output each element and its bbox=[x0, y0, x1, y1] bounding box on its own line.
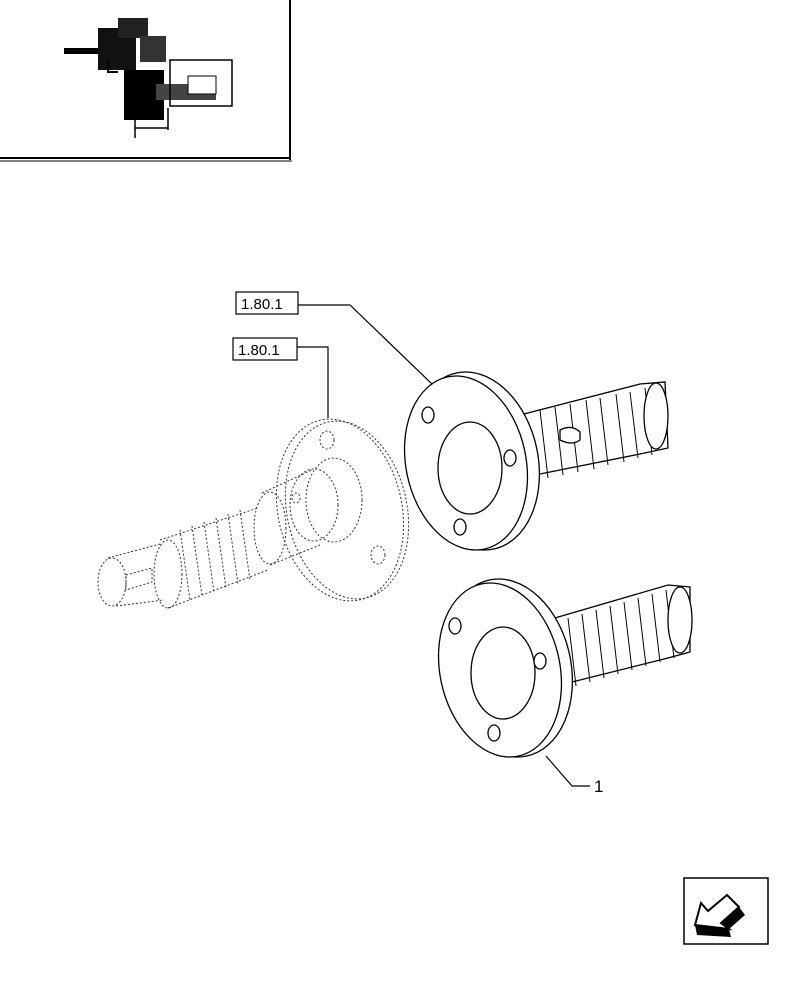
reference-box-1[interactable]: 1.80.1 bbox=[235, 291, 299, 315]
reference-box-2[interactable]: 1.80.1 bbox=[232, 337, 298, 361]
reference-leader-2 bbox=[297, 346, 329, 418]
phantom-shaft-assembly bbox=[97, 418, 410, 609]
reference-label-2: 1.80.1 bbox=[238, 342, 280, 359]
reference-label-1: 1.80.1 bbox=[241, 296, 283, 313]
flange-shaft-upper bbox=[403, 371, 669, 551]
callout-leader-1 bbox=[545, 755, 590, 787]
reference-leader-1 bbox=[298, 304, 433, 385]
callout-label-1: 1 bbox=[594, 777, 603, 796]
back-arrow-icon bbox=[693, 893, 745, 937]
flange-shaft-lower bbox=[437, 578, 693, 758]
thumbnail-frame bbox=[0, 0, 292, 162]
tractor-pto-locator-icon bbox=[64, 18, 233, 138]
back-navigation-button[interactable] bbox=[683, 877, 769, 945]
